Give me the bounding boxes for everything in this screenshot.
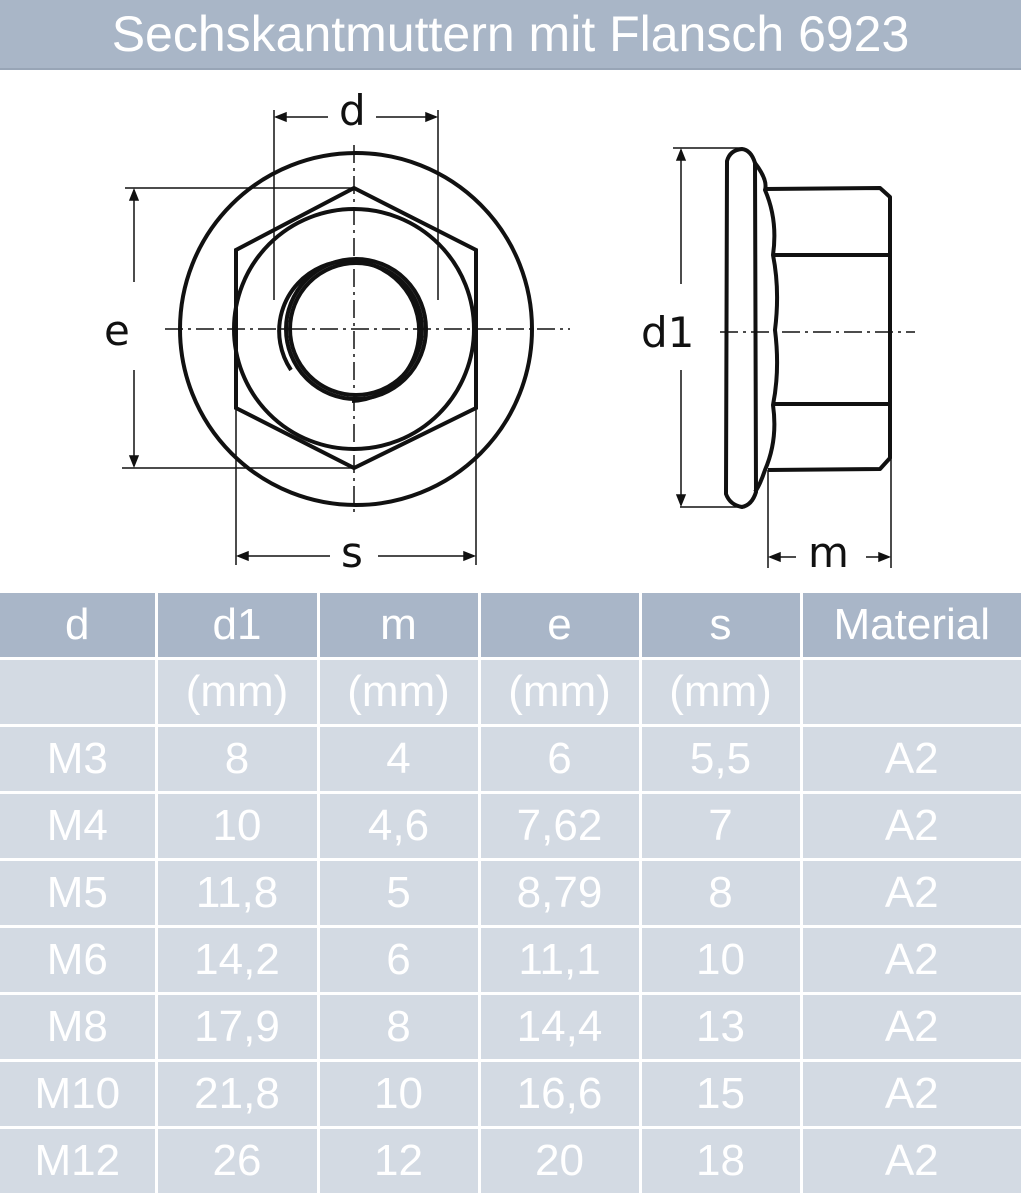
table-cell: 15 — [638, 1059, 803, 1129]
table-cell: A2 — [799, 992, 1021, 1062]
table-header-row: d d1 m e s Material — [0, 593, 1021, 660]
table-unit-row: (mm) (mm) (mm) (mm) — [0, 657, 1021, 727]
table-cell: A2 — [799, 1126, 1021, 1196]
table-cell: 7 — [638, 791, 803, 861]
table-row: M12 26 12 20 18 A2 — [0, 1126, 1021, 1196]
table-row: M10 21,8 10 16,6 15 A2 — [0, 1059, 1021, 1129]
table-cell: A2 — [799, 1059, 1021, 1129]
table-row: M4 10 4,6 7,62 7 A2 — [0, 791, 1021, 861]
dimension-label-m: m — [808, 528, 849, 577]
specification-table: d d1 m e s Material (mm) (mm) (mm) (mm) … — [0, 593, 1021, 1196]
table-cell: A2 — [799, 925, 1021, 995]
table-cell: 10 — [316, 1059, 481, 1129]
table-cell: 16,6 — [477, 1059, 642, 1129]
table-cell: A2 — [799, 858, 1021, 928]
table-cell: M10 — [0, 1059, 158, 1129]
table-cell: 21,8 — [154, 1059, 320, 1129]
table-cell: 8 — [154, 724, 320, 794]
table-cell: M4 — [0, 791, 158, 861]
table-cell: M5 — [0, 858, 158, 928]
table-row: M3 8 4 6 5,5 A2 — [0, 724, 1021, 794]
front-view-drawing — [122, 110, 915, 568]
table-cell: M6 — [0, 925, 158, 995]
column-header: m — [316, 593, 481, 660]
table-cell: 10 — [154, 791, 320, 861]
column-header: e — [477, 593, 642, 660]
table-cell: A2 — [799, 791, 1021, 861]
column-header: d — [0, 593, 158, 660]
table-cell: 8 — [316, 992, 481, 1062]
table-cell: 10 — [638, 925, 803, 995]
column-unit: (mm) — [477, 657, 642, 727]
dimension-label-e: e — [104, 306, 130, 355]
column-unit — [0, 657, 158, 727]
table-row: M6 14,2 6 11,1 10 A2 — [0, 925, 1021, 995]
column-header: Material — [799, 593, 1021, 660]
table-cell: 6 — [477, 724, 642, 794]
column-unit: (mm) — [316, 657, 481, 727]
column-header: s — [638, 593, 803, 660]
table-cell: 5 — [316, 858, 481, 928]
dimension-label-d: d — [339, 86, 366, 135]
table-cell: 4,6 — [316, 791, 481, 861]
column-unit — [799, 657, 1021, 727]
table-cell: 14,2 — [154, 925, 320, 995]
table-cell: 8,79 — [477, 858, 642, 928]
table-cell: 7,62 — [477, 791, 642, 861]
table-cell: 4 — [316, 724, 481, 794]
column-unit: (mm) — [638, 657, 803, 727]
column-unit: (mm) — [154, 657, 320, 727]
table-cell: 17,9 — [154, 992, 320, 1062]
table-cell: 14,4 — [477, 992, 642, 1062]
table-cell: 11,1 — [477, 925, 642, 995]
title-bar: Sechskantmuttern mit Flansch 6923 — [0, 0, 1021, 70]
technical-drawing: d e s d1 m — [0, 70, 1021, 590]
table-row: M5 11,8 5 8,79 8 A2 — [0, 858, 1021, 928]
dimension-label-d1: d1 — [641, 308, 695, 357]
table-cell: 20 — [477, 1126, 642, 1196]
table-cell: 18 — [638, 1126, 803, 1196]
page-title: Sechskantmuttern mit Flansch 6923 — [111, 6, 910, 62]
dimension-label-s: s — [341, 528, 363, 577]
table-cell: 8 — [638, 858, 803, 928]
table-cell: 6 — [316, 925, 481, 995]
column-header: d1 — [154, 593, 320, 660]
table-cell: A2 — [799, 724, 1021, 794]
table-cell: M3 — [0, 724, 158, 794]
table-cell: 11,8 — [154, 858, 320, 928]
table-cell: M8 — [0, 992, 158, 1062]
table-cell: 13 — [638, 992, 803, 1062]
table-row: M8 17,9 8 14,4 13 A2 — [0, 992, 1021, 1062]
table-cell: 5,5 — [638, 724, 803, 794]
table-cell: M12 — [0, 1126, 158, 1196]
table-cell: 12 — [316, 1126, 481, 1196]
table-cell: 26 — [154, 1126, 320, 1196]
